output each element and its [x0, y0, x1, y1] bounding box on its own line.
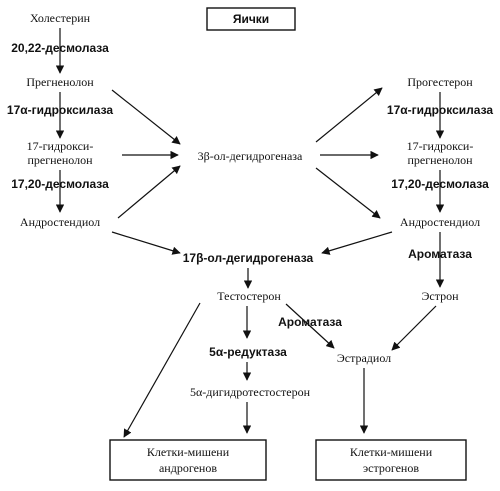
- hydroxylase-left-label: 17α-гидроксилаза: [7, 103, 114, 117]
- estrogen-targets-line2: эстрогенов: [363, 461, 419, 475]
- hydroxypregnenolone-left-line2: прегненолон: [27, 153, 93, 167]
- reductase-label: 5α-редуктаза: [209, 345, 287, 359]
- pregnenolone-label: Прегненолон: [26, 75, 94, 89]
- cholesterol-label: Холестерин: [30, 11, 91, 25]
- dehydrogenase-17b-label: 17β-ол-дегидрогеназа: [183, 251, 314, 265]
- estrone-label: Эстрон: [421, 289, 459, 303]
- androgen-targets-line1: Клетки-мишени: [147, 445, 230, 459]
- arrow-pregnenolone-3b: [111, 89, 181, 145]
- androstenediol-right-label: Андростендиол: [400, 215, 480, 229]
- dehydrogenase-3b-label: 3β-ол-дегидрогеназа: [198, 149, 303, 163]
- arrow-testosterone-androgen-targets: [123, 302, 201, 438]
- arrow-3b-progesterone: [315, 87, 383, 143]
- arrow-estrone-estradiol: [391, 305, 437, 351]
- dht-label: 5α-дигидротестостерон: [190, 385, 311, 399]
- aromatase-center-label: Ароматаза: [278, 315, 342, 329]
- arrow-androstenediol-right-17b: [321, 231, 393, 255]
- arrow-androstenediol-3b: [117, 165, 181, 219]
- desmolase-1720-right-label: 17,20-десмолаза: [391, 177, 489, 191]
- arrow-3b-androstenediol-right: [315, 167, 381, 219]
- estrogen-targets-line1: Клетки-мишени: [350, 445, 433, 459]
- title-box: [206, 7, 296, 31]
- hydroxypregnenolone-right-line1: 17-гидрокси-: [407, 139, 474, 153]
- arrow-androstenediol-left-17b: [111, 231, 181, 255]
- testosterone-label: Тестостерон: [217, 289, 281, 303]
- hydroxylase-right-label: 17α-гидроксилаза: [387, 103, 494, 117]
- hydroxypregnenolone-right-line2: прегненолон: [407, 153, 473, 167]
- androgen-targets-box: [109, 439, 267, 481]
- estrogen-targets-box: [315, 439, 467, 481]
- androgen-targets-line2: андрогенов: [159, 461, 217, 475]
- androstenediol-left-label: Андростендиол: [20, 215, 100, 229]
- arrow-testosterone-estradiol: [285, 303, 335, 349]
- progesterone-label: Прогестерон: [407, 75, 473, 89]
- hydroxypregnenolone-left-line1: 17-гидрокси-: [27, 139, 94, 153]
- desmolase-1720-left-label: 17,20-десмолаза: [11, 177, 109, 191]
- desmolase-2022-label: 20,22-десмолаза: [11, 41, 109, 55]
- aromatase-right-label: Ароматаза: [408, 247, 472, 261]
- estradiol-label: Эстрадиол: [337, 351, 391, 365]
- title-label: Яички: [233, 12, 269, 26]
